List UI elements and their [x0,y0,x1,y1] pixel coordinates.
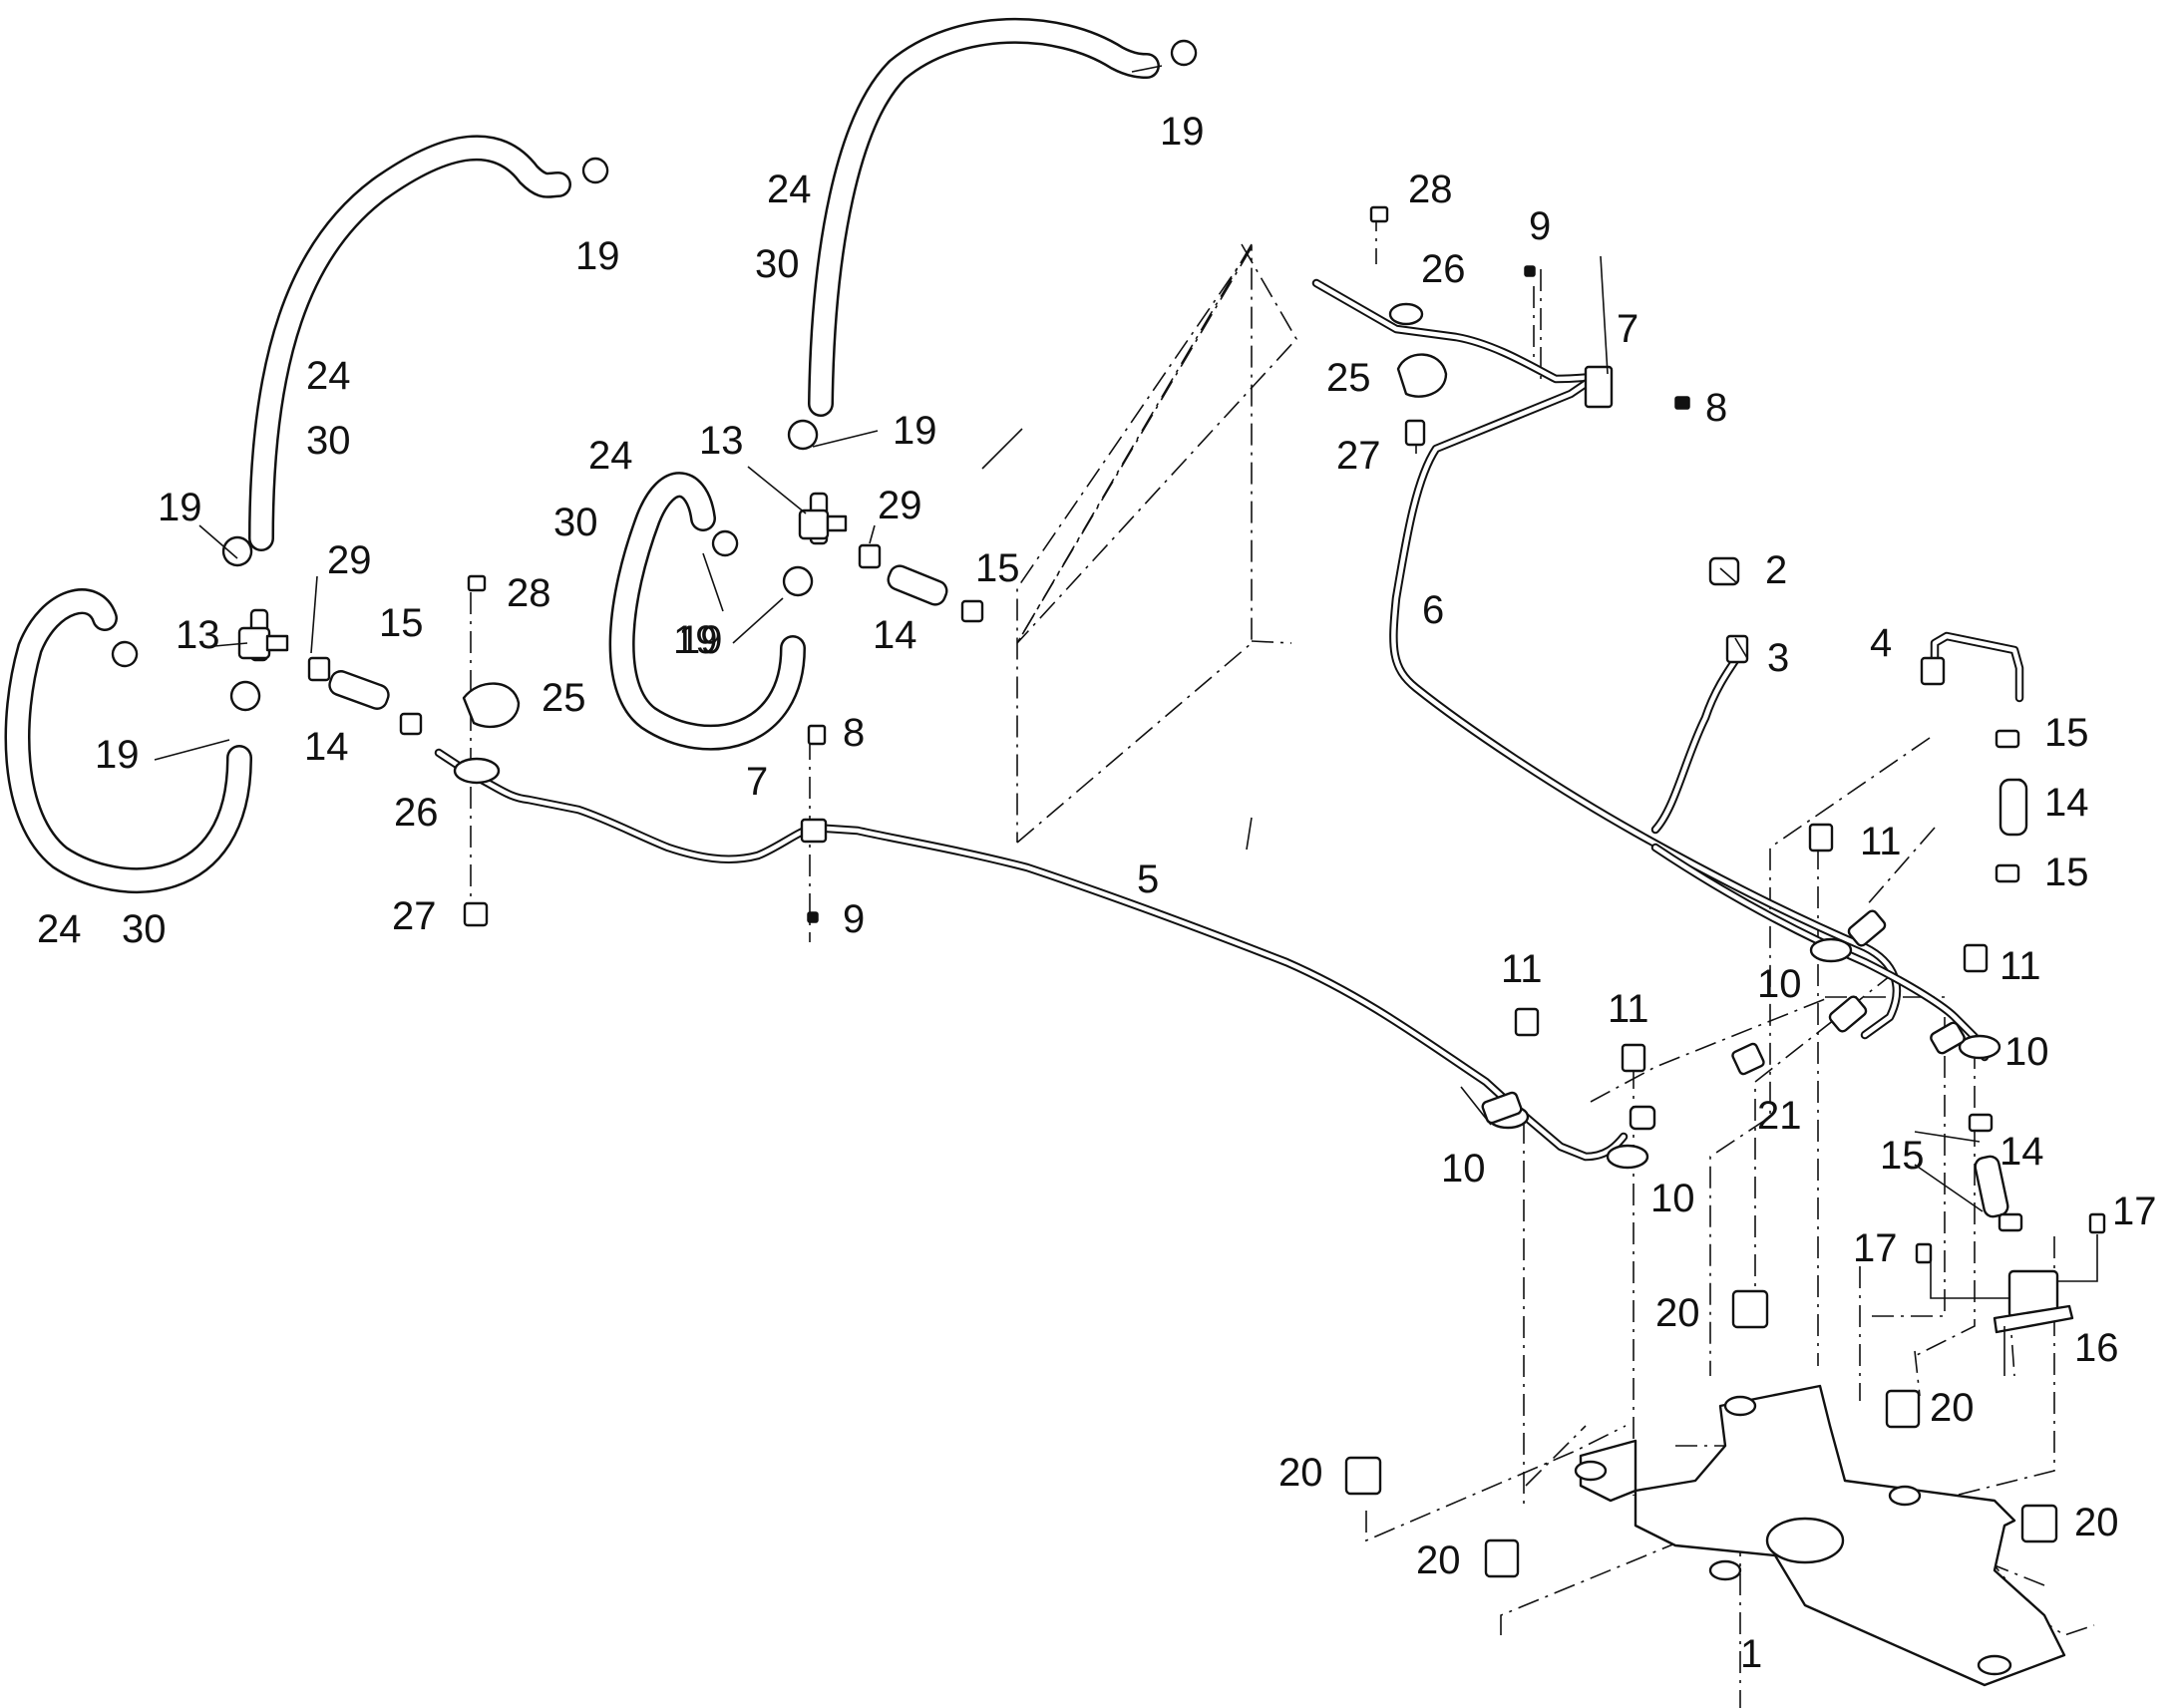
callout-19: 19 [1160,110,1205,154]
callout-11: 11 [1860,820,1902,863]
callout-20: 20 [1930,1386,1975,1430]
hose-lower-left [4,588,252,893]
callout-17: 17 [2112,1190,2157,1233]
callout-24: 24 [767,168,812,211]
callout-30: 30 [755,242,800,286]
clips-25-26 [453,302,2001,1170]
callout-15: 15 [379,601,424,645]
callout-24: 24 [306,354,351,398]
callout-25: 25 [542,676,586,720]
callout-15: 15 [975,546,1020,590]
callout-9: 9 [843,897,865,941]
callout-24: 24 [588,434,633,478]
callout-28: 28 [507,571,551,615]
callout-14: 14 [2044,781,2089,825]
callout-30: 30 [306,419,351,463]
bolts-nuts [463,205,2106,1578]
callout-2: 2 [1765,548,1787,592]
callout-4: 4 [1870,621,1892,665]
callout-21: 21 [1757,1094,1802,1138]
callout-5: 5 [1137,857,1159,901]
callout-7: 7 [1617,307,1638,351]
callout-26: 26 [1421,247,1466,291]
callout-15: 15 [1880,1134,1925,1178]
callout-17: 17 [1853,1226,1898,1270]
callout-20: 20 [1278,1451,1323,1495]
bracket-16 [1993,1269,2074,1334]
line-clip-7 [800,365,1614,844]
callout-19: 19 [893,409,937,453]
callout-10: 10 [2004,1030,2049,1074]
callout-19: 19 [673,618,718,662]
callout-10: 10 [1441,1147,1486,1191]
callout-20: 20 [2074,1501,2119,1544]
callout-30: 30 [553,501,598,544]
callout-27: 27 [1336,434,1381,478]
callout-10: 10 [1757,962,1802,1006]
callout-19: 19 [678,618,723,662]
tee-fitting-13-middle [798,492,848,545]
callout-30: 30 [122,907,167,951]
callout-13: 13 [176,613,220,657]
callout-19: 19 [158,486,202,529]
mount-plate-1 [1574,1384,2066,1687]
callout-9: 9 [1529,204,1551,248]
fittings-2-3-4-21 [1708,556,1946,1076]
callout-11: 11 [1999,944,2041,988]
brake-line-6 [1311,278,2024,1062]
assembly-lines [470,209,2095,1708]
callout-11: 11 [1501,947,1543,991]
callout-28: 28 [1408,168,1453,211]
callout-19: 19 [575,234,620,278]
callout-8: 8 [843,711,865,755]
tee-fitting-13-left [237,608,289,662]
callout-27: 27 [392,894,437,938]
callout-15: 15 [2044,711,2089,755]
callout-24: 24 [37,907,82,951]
callout-14: 14 [304,725,349,769]
hose-sections-14 [328,564,2028,1218]
hose-clamps-19 [111,39,1198,712]
callout-6: 6 [1422,588,1444,632]
clips-15 [399,599,2023,1232]
callout-labels: 19 24 30 19 28 9 26 7 19 24 30 25 8 13 1… [37,110,2157,1676]
callout-16: 16 [2074,1326,2119,1370]
brake-line-5 [434,748,1629,1162]
callout-14: 14 [873,613,917,657]
leader-lines [154,65,2098,1376]
hose-upper-left [248,135,571,551]
callout-26: 26 [394,791,439,835]
callout-10: 10 [1650,1177,1695,1220]
callout-29: 29 [878,484,922,527]
callout-20: 20 [1416,1538,1461,1582]
callout-8: 8 [1705,386,1727,430]
callout-11: 11 [1608,987,1649,1031]
callout-29: 29 [327,538,372,582]
callout-19: 19 [95,733,140,777]
callout-1: 1 [1740,1632,1762,1676]
hose-upper-middle [808,17,1160,417]
callout-20: 20 [1655,1291,1700,1335]
callout-14: 14 [1999,1130,2044,1174]
callout-13: 13 [699,419,744,463]
clamps-29 [307,543,882,682]
hose-lower-middle [608,472,806,751]
callout-3: 3 [1767,636,1789,680]
callout-15: 15 [2044,851,2089,894]
callout-25: 25 [1326,356,1371,400]
callout-7: 7 [746,760,768,804]
